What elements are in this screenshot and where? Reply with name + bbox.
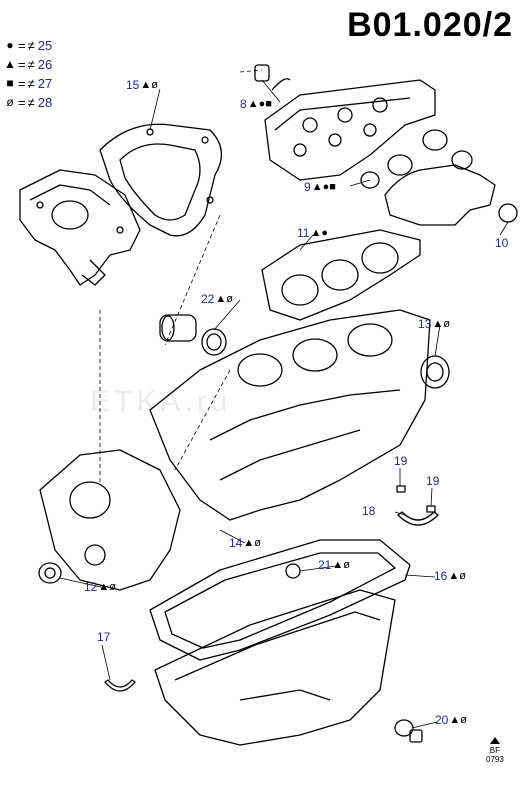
callout-number: 19 bbox=[426, 474, 440, 488]
oil-pan bbox=[154, 589, 423, 746]
callout-number: 21 bbox=[318, 558, 332, 572]
legend-row: ■ = ≠ 27 bbox=[4, 74, 52, 93]
legend-row: ø = ≠ 28 bbox=[4, 93, 52, 112]
callout-marks: ▲ø bbox=[332, 559, 350, 571]
legend-slash: ≠ bbox=[27, 76, 35, 91]
circle-icon: ● bbox=[6, 38, 14, 52]
callout-number: 22 bbox=[201, 292, 215, 306]
callout-13: 13 ▲ø bbox=[418, 317, 450, 331]
callout-number: 14 bbox=[229, 536, 243, 550]
drawing-code: BF 0793 bbox=[486, 736, 504, 764]
callout-marks: ▲● bbox=[310, 227, 328, 239]
leader-lines bbox=[99, 69, 263, 485]
callout-number: 10 bbox=[495, 236, 509, 250]
manifold-gasket-ring bbox=[498, 203, 518, 223]
callout-14: 14 ▲ø bbox=[229, 536, 261, 550]
callout-marks: ▲ø bbox=[215, 293, 233, 305]
arrow-icon bbox=[489, 737, 500, 744]
legend-value: 28 bbox=[37, 95, 53, 110]
drawing-code-line2: 0793 bbox=[486, 755, 504, 764]
callout-leaders bbox=[59, 79, 509, 729]
callout-number: 16 bbox=[434, 569, 448, 583]
callout-number: 17 bbox=[97, 630, 111, 644]
callout-marks: ▲ø bbox=[432, 318, 450, 330]
head-gasket bbox=[261, 229, 421, 321]
callout-9: 9 ▲●■ bbox=[304, 180, 336, 194]
legend-equals: = bbox=[18, 57, 26, 72]
legend-equals: = bbox=[18, 95, 26, 110]
callout-number: 18 bbox=[362, 504, 376, 518]
watermark: ETKA.ru bbox=[90, 385, 232, 418]
callout-marks: ▲ø bbox=[140, 79, 158, 91]
legend-row: ▲ = ≠ 26 bbox=[4, 55, 52, 74]
square-icon: ■ bbox=[6, 76, 14, 90]
callout-11: 11 ▲● bbox=[297, 226, 328, 240]
callout-19-upper: 19 bbox=[394, 454, 408, 468]
callout-19-lower: 19 bbox=[426, 474, 440, 488]
callout-number: 11 bbox=[297, 226, 310, 240]
legend-slash: ≠ bbox=[27, 57, 35, 72]
callout-number: 8 bbox=[240, 97, 247, 111]
callout-number: 19 bbox=[394, 454, 408, 468]
cylinder-head bbox=[254, 64, 436, 181]
callout-18: 18 bbox=[362, 504, 376, 518]
legend-slash: ≠ bbox=[27, 38, 35, 53]
callout-15: 15 ▲ø bbox=[126, 78, 158, 92]
callout-marks: ▲ø bbox=[243, 537, 261, 549]
legend-slash: ≠ bbox=[27, 95, 35, 110]
timing-cover-gasket bbox=[99, 123, 222, 237]
callout-marks: ▲ø bbox=[448, 570, 466, 582]
torque-legend: ● = ≠ 25 ▲ = ≠ 26 ■ = ≠ 27 ø = ≠ 28 bbox=[4, 36, 52, 112]
front-engine-cover bbox=[38, 449, 181, 591]
callout-8: 8 ▲●■ bbox=[240, 97, 272, 111]
water-pump bbox=[19, 169, 141, 286]
callout-marks: ▲ø bbox=[98, 581, 116, 593]
oil-filter-adapter bbox=[159, 314, 227, 356]
callout-marks: ▲ø bbox=[449, 714, 467, 726]
exhaust-manifold bbox=[360, 129, 496, 226]
callout-21: 21 ▲ø bbox=[318, 558, 350, 572]
legend-row: ● = ≠ 25 bbox=[4, 36, 52, 55]
drawing-code-line1: BF bbox=[489, 746, 501, 755]
callout-number: 15 bbox=[126, 78, 140, 92]
rear-crank-seal bbox=[420, 355, 450, 389]
callout-17: 17 bbox=[97, 630, 111, 644]
slashed-o-icon: ø bbox=[6, 95, 14, 109]
triangle-icon: ▲ bbox=[4, 57, 16, 71]
oil-pan-gasket bbox=[149, 539, 411, 661]
legend-value: 25 bbox=[37, 38, 53, 53]
engine-block bbox=[149, 309, 431, 521]
callout-marks: ▲●■ bbox=[311, 181, 336, 193]
legend-equals: = bbox=[18, 38, 26, 53]
callout-22: 22 ▲ø bbox=[201, 292, 233, 306]
callout-number: 12 bbox=[84, 580, 98, 594]
legend-equals: = bbox=[18, 76, 26, 91]
legend-value: 26 bbox=[37, 57, 53, 72]
diagram-title: B01.020/2 bbox=[347, 6, 513, 44]
callout-10: 10 bbox=[495, 236, 509, 250]
callout-20: 20 ▲ø bbox=[435, 713, 467, 727]
callout-16: 16 ▲ø bbox=[434, 569, 466, 583]
callout-number: 9 bbox=[304, 180, 311, 194]
callout-number: 13 bbox=[418, 317, 432, 331]
callout-number: 20 bbox=[435, 713, 449, 727]
callout-12: 12 ▲ø bbox=[84, 580, 116, 594]
thrust-bearing bbox=[104, 679, 136, 692]
legend-value: 27 bbox=[37, 76, 53, 91]
callout-marks: ▲●■ bbox=[247, 98, 272, 110]
